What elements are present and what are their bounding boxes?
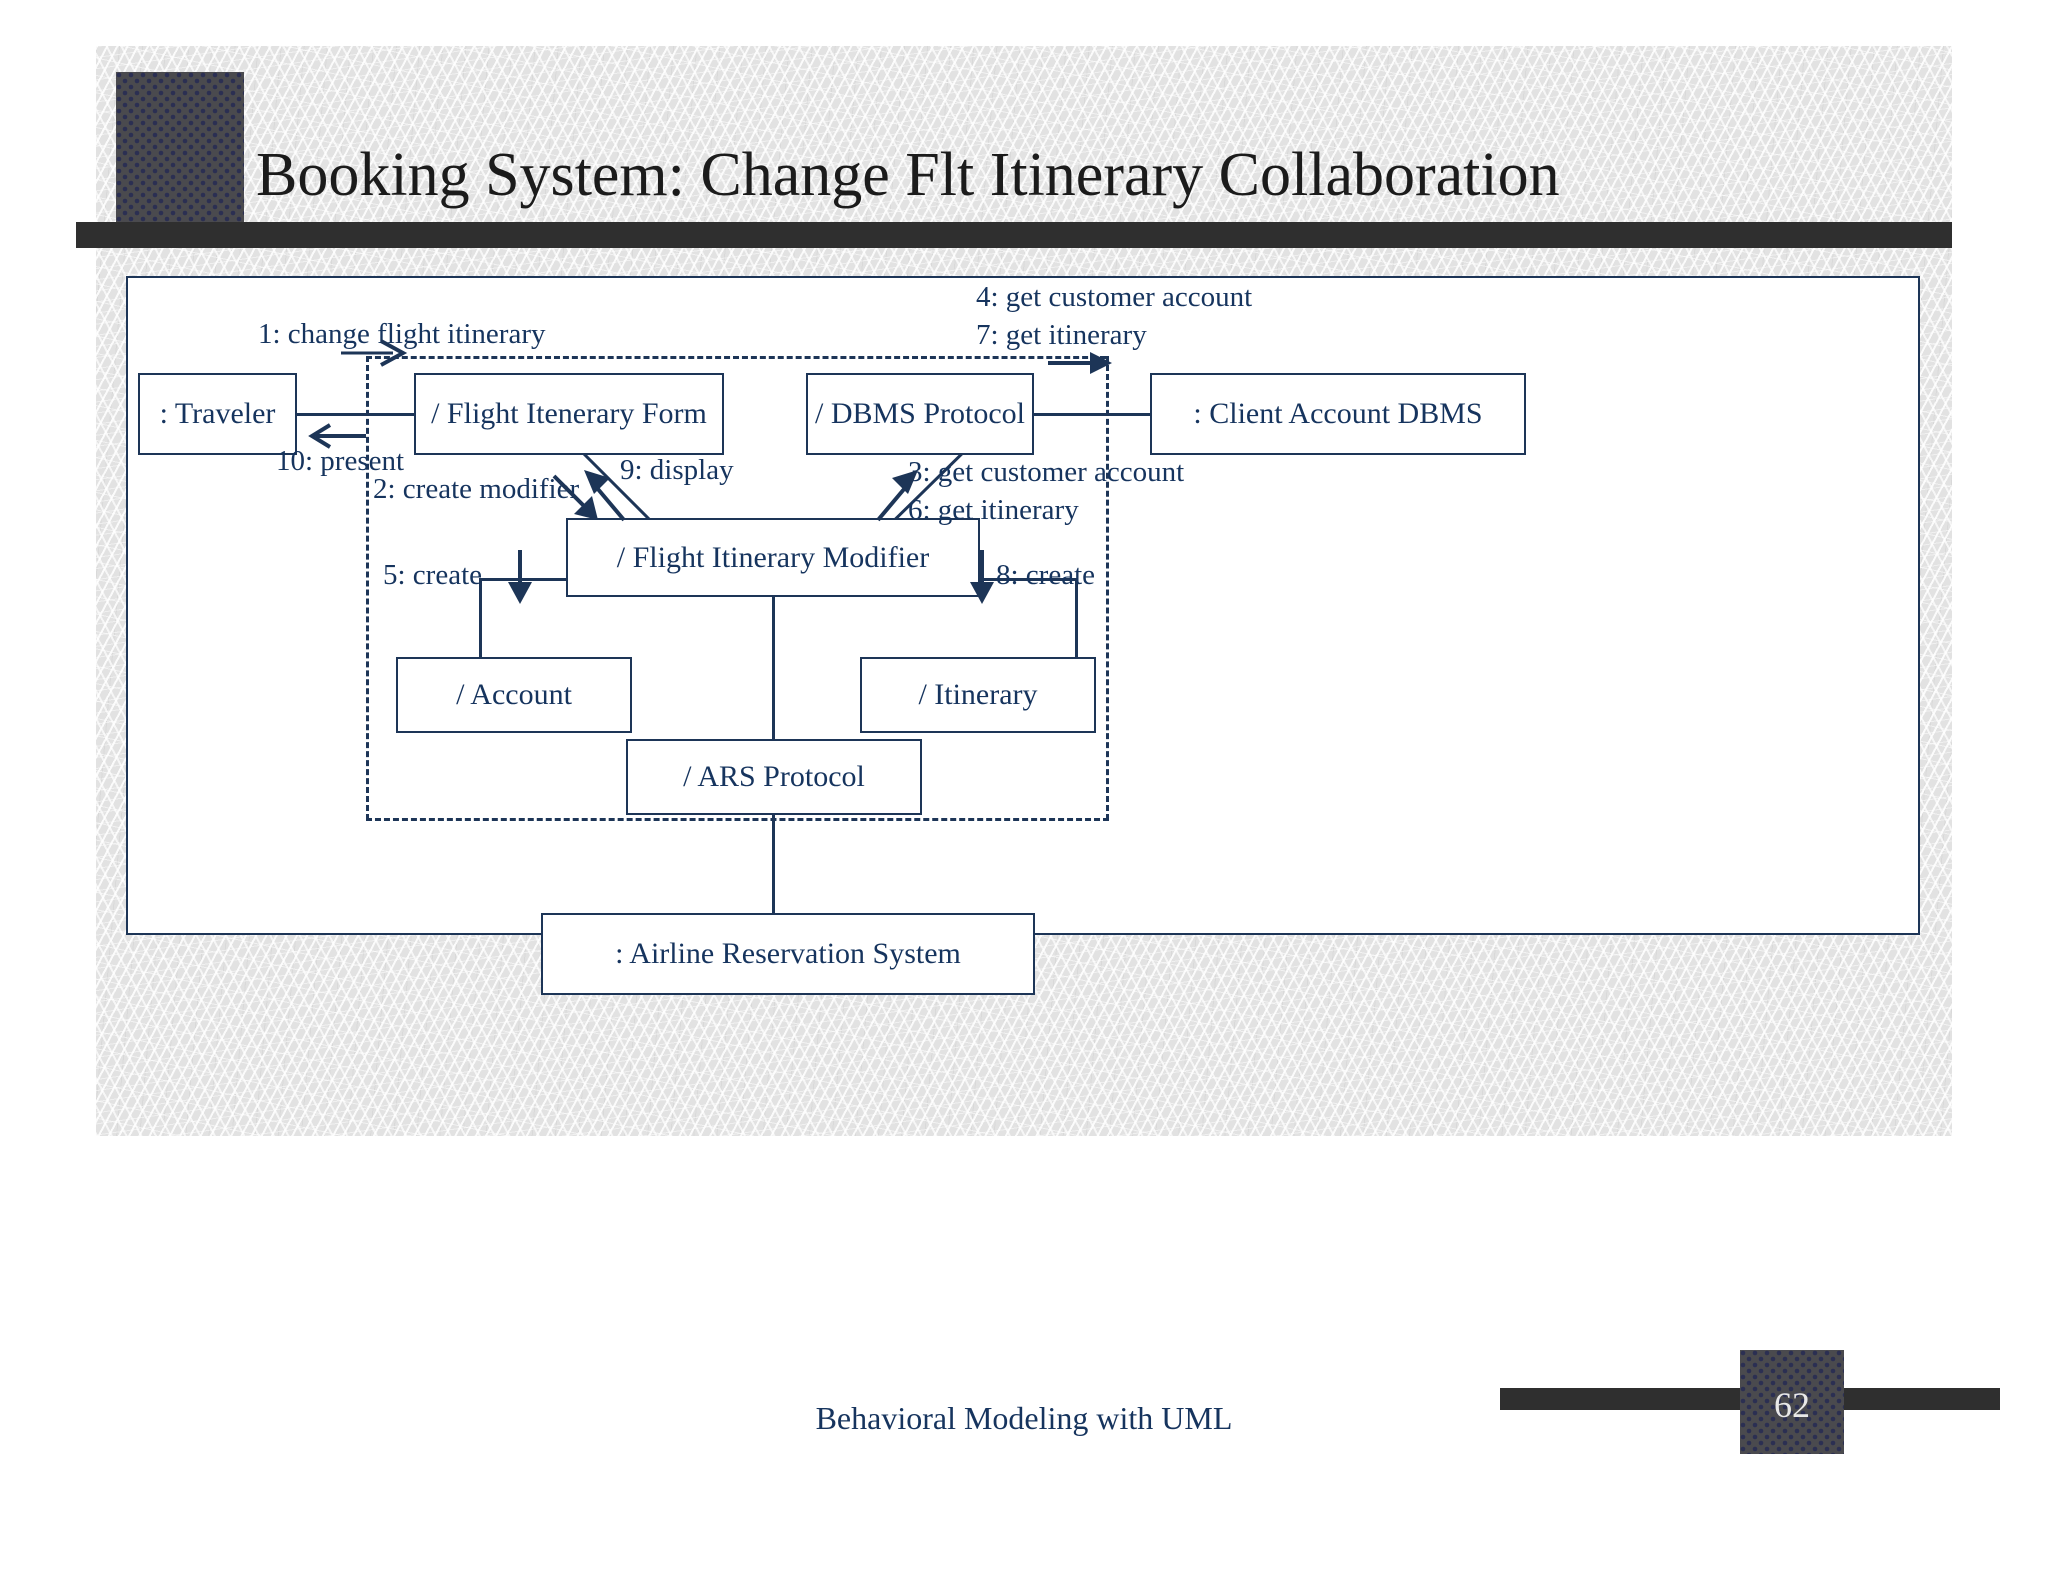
footer-text: Behavioral Modeling with UML — [815, 1400, 1233, 1436]
link-dbmsprotocol-clientdbms — [1027, 413, 1152, 416]
arrow-message-1-right-icon — [341, 339, 411, 367]
link-modifier-account-v — [479, 578, 482, 658]
node-flight-itinerary-form[interactable]: / Flight Itenerary Form — [414, 373, 724, 455]
node-label: : Traveler — [159, 397, 276, 430]
message-4: 4: get customer account — [976, 281, 1253, 313]
link-modifier-arsprotocol — [772, 591, 775, 739]
title-underline-bar — [76, 222, 1952, 248]
arrow-message-8-icon — [968, 550, 996, 608]
title-decoration-block — [116, 72, 244, 242]
arrow-message-10-left-icon — [308, 423, 370, 449]
message-7: 7: get itinerary — [976, 319, 1147, 351]
node-label: / Flight Itinerary Modifier — [616, 540, 930, 574]
node-label: / Flight Itenerary Form — [431, 397, 707, 430]
node-label: : Client Account DBMS — [1193, 397, 1483, 430]
message-8: 8: create — [996, 559, 1096, 591]
message-10: 10: present — [276, 445, 405, 477]
message-2: 2: create modifier — [373, 473, 580, 505]
node-label: / DBMS Protocol — [814, 397, 1026, 430]
node-label: : Airline Reservation System — [615, 937, 961, 970]
message-6: 6: get itinerary — [908, 494, 1079, 526]
page-number-block — [1740, 1350, 1844, 1454]
link-modifier-itinerary-h — [973, 578, 1078, 581]
link-modifier-account-h — [479, 578, 567, 581]
node-account[interactable]: / Account — [396, 657, 632, 733]
node-flight-itinerary-modifier[interactable]: / Flight Itinerary Modifier — [566, 518, 980, 597]
arrow-message-9-icon — [580, 464, 644, 528]
node-label: / ARS Protocol — [683, 760, 865, 793]
link-arsprotocol-ars — [772, 806, 775, 914]
node-dbms-protocol[interactable]: / DBMS Protocol — [806, 373, 1034, 455]
boundary-dash-right — [1106, 356, 1109, 820]
message-5: 5: create — [383, 559, 483, 591]
boundary-dash-left — [366, 356, 369, 820]
node-client-account-dbms[interactable]: : Client Account DBMS — [1150, 373, 1526, 455]
message-3: 3: get customer account — [908, 456, 1185, 488]
page-title: Booking System: Change Flt Itinerary Col… — [256, 141, 1560, 209]
message-1: 1: change flight itinerary — [258, 318, 546, 350]
collaboration-diagram: : Traveler / Flight Itenerary Form / DBM… — [126, 276, 1920, 995]
arrow-message-5-icon — [506, 550, 534, 608]
arrow-message-2-icon — [552, 474, 616, 538]
slide-canvas: Booking System: Change Flt Itinerary Col… — [76, 46, 1952, 1136]
page-number: 62 — [1774, 1385, 1810, 1425]
arrow-message-3-icon — [860, 464, 924, 528]
message-9: 9: display — [620, 454, 734, 486]
node-label: / Itinerary — [918, 678, 1038, 711]
boundary-dash-bottom — [366, 818, 1109, 821]
node-itinerary[interactable]: / Itinerary — [860, 657, 1096, 733]
arrow-message-4-icon — [1048, 350, 1114, 376]
node-airline-reservation-system[interactable]: : Airline Reservation System — [541, 913, 1035, 995]
boundary-dash-top — [366, 356, 1106, 359]
node-ars-protocol[interactable]: / ARS Protocol — [626, 739, 922, 815]
link-modifier-itinerary-v — [1075, 578, 1078, 658]
node-traveler[interactable]: : Traveler — [138, 373, 297, 455]
link-traveler-form — [291, 413, 416, 416]
node-label: / Account — [456, 678, 572, 711]
